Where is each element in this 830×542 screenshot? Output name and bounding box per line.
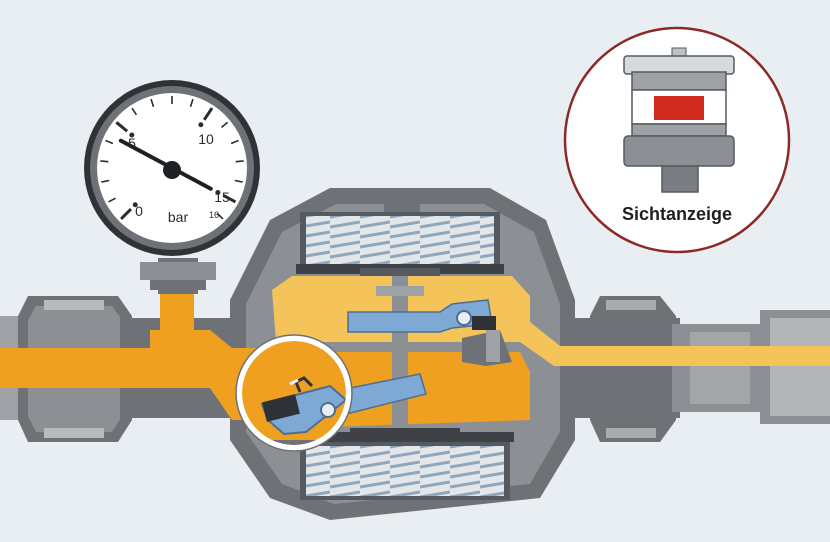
gauge-label-15: 15: [214, 189, 230, 205]
gauge-major-dot: [132, 202, 138, 208]
gauge-tick: [235, 160, 244, 163]
inset-label: Sichtanzeige: [622, 204, 732, 224]
gauge-tick: [150, 98, 155, 107]
upper-spring: [296, 212, 504, 274]
lower-spring: [296, 432, 514, 500]
gauge-tick: [100, 160, 109, 163]
gauge-tick: [105, 139, 114, 145]
gauge-tick: [131, 107, 138, 116]
gauge-tick: [222, 194, 237, 204]
indicator-red-marker: [654, 96, 704, 120]
gauge-tick: [120, 207, 133, 220]
gauge-tick: [216, 212, 224, 220]
gauge-tick: [101, 179, 110, 183]
gauge-label-10: 10: [198, 131, 214, 147]
gauge-label-16: 16: [209, 210, 219, 220]
outlet-fitting: [560, 296, 830, 442]
gauge-ticks: [100, 96, 244, 220]
gauge-tick: [189, 98, 194, 107]
gauge-tick: [230, 139, 239, 145]
gauge-major-dot: [198, 122, 204, 128]
gauge-hub: [163, 161, 181, 179]
gauge-major-dot: [215, 190, 221, 196]
upper-lever: [347, 299, 496, 333]
gauge-tick: [234, 179, 243, 183]
gauge-label-5: 5: [128, 135, 136, 151]
gauge-label-0: 0: [135, 203, 143, 219]
gauge-unit: bar: [168, 209, 189, 225]
gauge-tick: [115, 121, 129, 133]
gauge-major-dot: [129, 132, 135, 138]
gauge-tick: [220, 121, 229, 129]
pressure-gauge: 0 5 10 15 16 bar: [84, 80, 260, 294]
gauge-tick: [202, 107, 214, 121]
valve-seat: [462, 330, 512, 366]
detail-zoom-circle: [235, 334, 353, 452]
gauge-tick: [108, 197, 116, 203]
sichtanzeige-inset: Sichtanzeige: [563, 26, 791, 254]
